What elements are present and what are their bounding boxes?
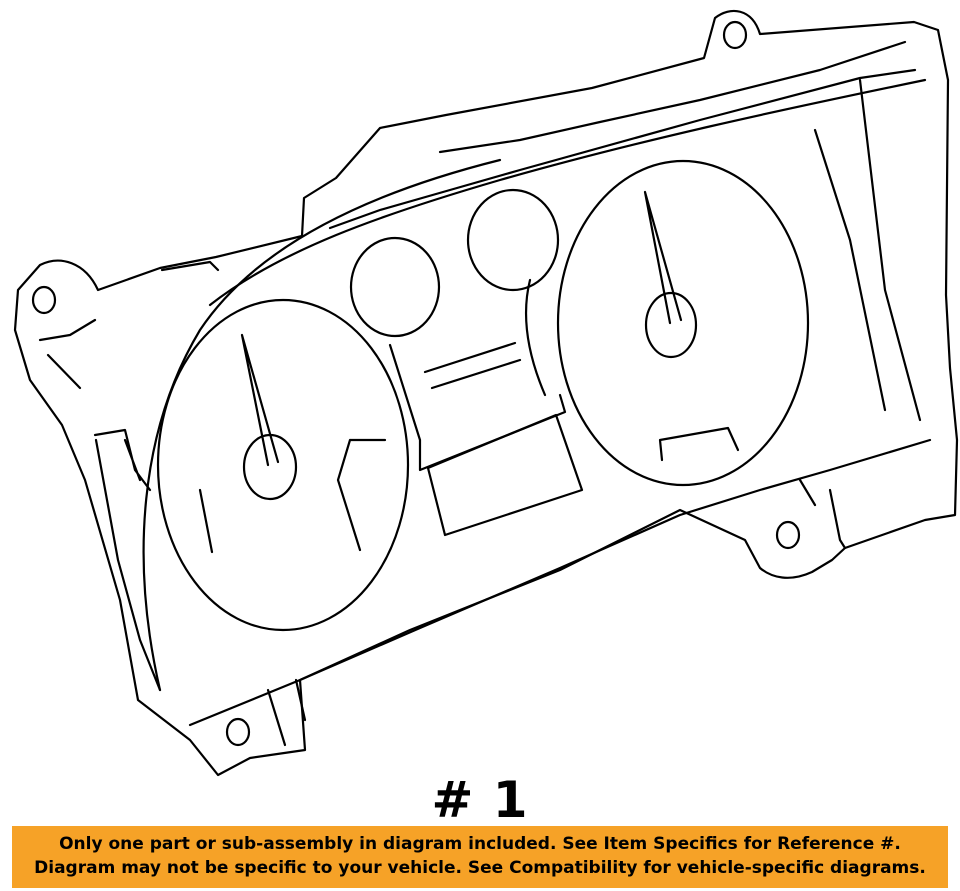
mounting-hole-right: [775, 520, 801, 550]
left-gauge-needle: [240, 333, 280, 467]
left-gauge-dial: [156, 298, 410, 632]
housing-lens-arc: [142, 158, 502, 692]
left-gauge-tick-marks: [198, 438, 387, 554]
mounting-hole-bottom: [225, 717, 251, 747]
housing-lower-left-edge: [94, 438, 162, 692]
housing-right-edge: [813, 78, 922, 422]
housing-top-ridge: [438, 40, 907, 154]
right-gauge-tick-marks: [658, 426, 740, 462]
right-gauge-dial: [556, 159, 810, 487]
housing-right-tab-edges: [798, 478, 847, 550]
small-gauge-right: [466, 188, 560, 292]
housing-lower-tab-edges: [266, 678, 307, 747]
housing-inner-brow: [208, 78, 927, 307]
mounting-hole-top: [722, 20, 748, 50]
right-gauge-needle: [643, 190, 683, 325]
center-display-window: [426, 413, 584, 537]
housing-upper-rim: [160, 68, 917, 272]
left-gauge-hub: [242, 433, 298, 501]
center-indicator-strips: [423, 341, 522, 390]
small-gauge-left: [349, 236, 441, 338]
disclaimer-line-1: Only one part or sub-assembly in diagram…: [59, 834, 901, 854]
housing-left-flange: [38, 318, 152, 492]
housing-bottom-rim: [188, 438, 932, 727]
mounting-hole-left: [31, 285, 57, 315]
disclaimer-banner: Only one part or sub-assembly in diagram…: [12, 826, 948, 888]
center-panel-outline: [388, 278, 567, 472]
right-gauge-hub: [644, 291, 698, 359]
cluster-housing-outline: [13, 9, 959, 777]
part-reference-label: # 1: [431, 771, 529, 829]
disclaimer-line-2: Diagram may not be specific to your vehi…: [34, 858, 926, 878]
